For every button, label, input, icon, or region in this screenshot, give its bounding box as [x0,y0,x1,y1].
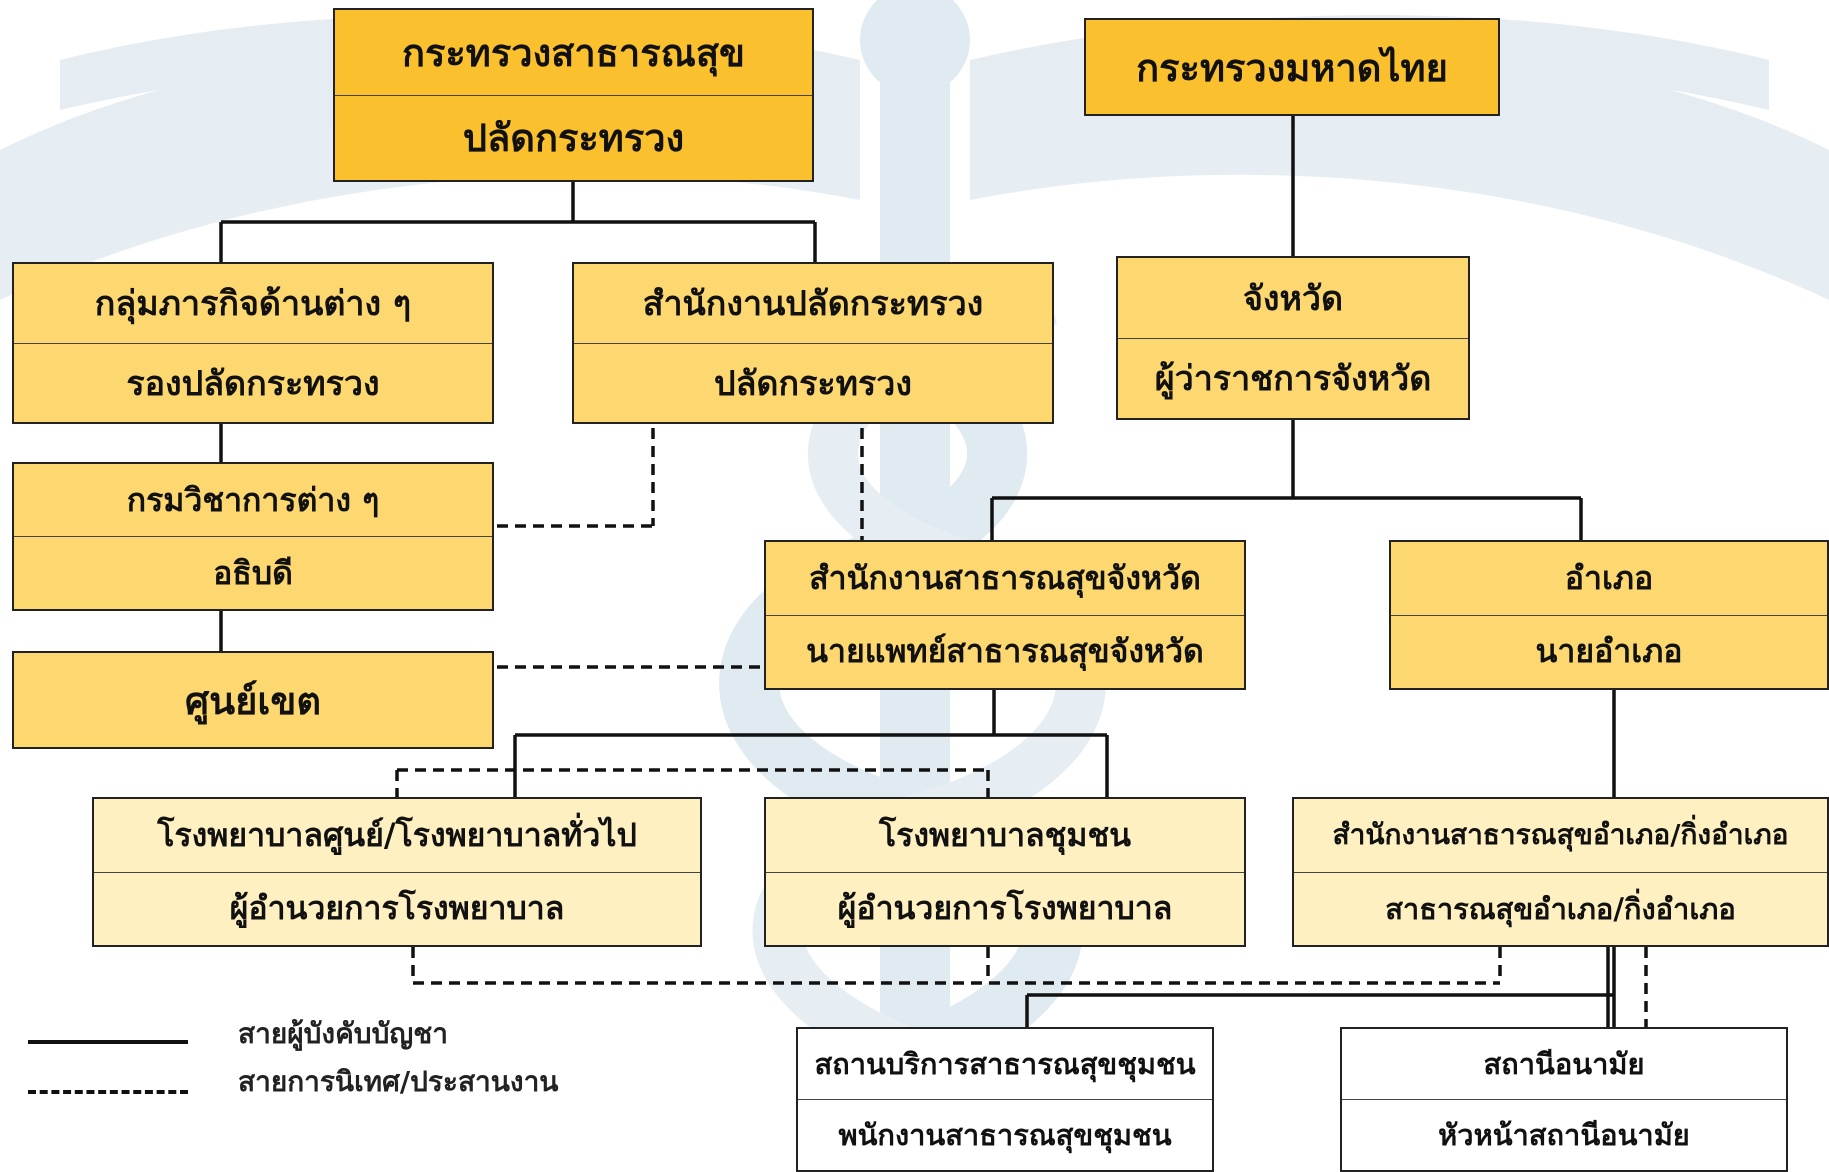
ops-head: ปลัดกระทรวง [574,342,1052,423]
ops-title: สำนักงานปลัดกระทรวง [642,284,984,325]
regional-hospital-box: โรงพยาบาลศูนย์/โรงพยาบาลทั่วไป ผู้อำนวยก… [92,797,702,947]
district-title: อำเภอ [1564,558,1654,597]
community-health-service-title: สถานบริการสาธารณสุขชุมชน [814,1047,1196,1081]
district-head: นายอำเภอ [1391,614,1827,689]
district-box: อำเภอ นายอำเภอ [1389,540,1829,690]
moph-head: ปลัดกระทรวง [335,94,812,181]
community-hospital-box: โรงพยาบาลชุมชน ผู้อำนวยการโรงพยาบาล [764,797,1246,947]
mission-groups-box: กลุ่มภารกิจด้านต่าง ๆ รองปลัดกระทรวง [12,262,494,424]
mission-groups-title: กลุ่มภารกิจด้านต่าง ๆ [94,284,412,325]
legend-dashed-label: สายการนิเทศ/ประสานงาน [238,1065,559,1098]
pho-head: นายแพทย์สาธารณสุขจังหวัด [766,614,1244,689]
province-title: จังหวัด [1242,278,1344,319]
dho-head: สาธารณสุขอำเภอ/กิ่งอำเภอ [1294,871,1827,946]
regional-center-title: ศูนย์เขต [184,678,321,723]
community-hospital-title: โรงพยาบาลชุมชน [878,815,1132,854]
departments-box: กรมวิชาการต่าง ๆ อธิบดี [12,462,494,611]
province-box: จังหวัด ผู้ว่าราชการจังหวัด [1116,256,1470,420]
dho-box: สำนักงานสาธารณสุขอำเภอ/กิ่งอำเภอ สาธารณส… [1292,797,1829,947]
health-station-head: หัวหน้าสถานีอนามัย [1342,1099,1786,1170]
regional-center-box: ศูนย์เขต [12,651,494,749]
community-health-service-box: สถานบริการสาธารณสุขชุมชน พนักงานสาธารณสุ… [796,1027,1214,1172]
departments-head: อธิบดี [14,536,492,609]
moph-box: กระทรวงสาธารณสุข ปลัดกระทรวง [333,8,814,182]
community-hospital-head: ผู้อำนวยการโรงพยาบาล [766,871,1244,946]
province-head: ผู้ว่าราชการจังหวัด [1118,337,1468,419]
legend-dashed-line [28,1090,188,1094]
legend-solid-label: สายผู้บังคับบัญชา [238,1017,448,1050]
mission-groups-head: รองปลัดกระทรวง [14,342,492,423]
moi-box: กระทรวงมหาดไทย [1084,18,1500,116]
moph-title: กระทรวงสาธารณสุข [401,30,746,75]
community-health-service-head: พนักงานสาธารณสุขชุมชน [798,1099,1212,1170]
departments-title: กรมวิชาการต่าง ๆ [126,480,380,519]
dho-title: สำนักงานสาธารณสุขอำเภอ/กิ่งอำเภอ [1332,818,1789,852]
pho-box: สำนักงานสาธารณสุขจังหวัด นายแพทย์สาธารณส… [764,540,1246,690]
pho-title: สำนักงานสาธารณสุขจังหวัด [809,558,1201,597]
moi-title: กระทรวงมหาดไทย [1136,45,1448,90]
ops-box: สำนักงานปลัดกระทรวง ปลัดกระทรวง [572,262,1054,424]
regional-hospital-head: ผู้อำนวยการโรงพยาบาล [94,871,700,946]
legend-solid-line [28,1040,188,1044]
regional-hospital-title: โรงพยาบาลศูนย์/โรงพยาบาลทั่วไป [157,815,637,854]
health-station-title: สถานีอนามัย [1483,1047,1645,1081]
health-station-box: สถานีอนามัย หัวหน้าสถานีอนามัย [1340,1027,1788,1172]
